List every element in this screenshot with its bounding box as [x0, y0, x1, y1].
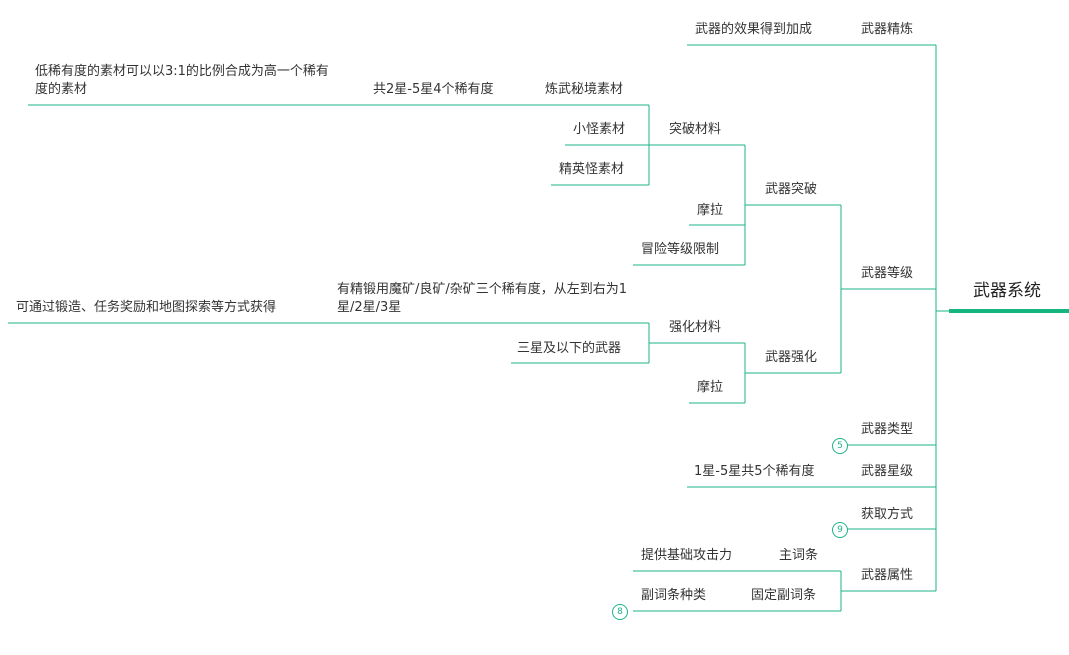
node-elite-monster[interactable]: 精英怪素材 [559, 162, 625, 177]
node-secret-rarity[interactable]: 共2星-5星4个稀有度 [373, 82, 494, 97]
node-ore-note[interactable]: 有精锻用魔矿/良矿/杂矿三个稀有度，从左到右为1星/2星/3星 [337, 282, 628, 315]
node-sub-stat-types[interactable]: 副词条种类 [641, 588, 707, 603]
node-weapon-type[interactable]: 武器类型 [861, 422, 914, 437]
node-main-stat-note[interactable]: 提供基础攻击力 [641, 548, 733, 563]
node-enhance-material[interactable]: 强化材料 [669, 320, 722, 335]
node-weapon-breakthrough[interactable]: 武器突破 [765, 182, 818, 197]
node-secret-note[interactable]: 低稀有度的素材可以以3:1的比例合成为高一个稀有度的素材 [35, 64, 329, 97]
node-mora-break[interactable]: 摩拉 [697, 203, 724, 218]
node-small-monster[interactable]: 小怪素材 [573, 122, 626, 137]
node-mora-enhance[interactable]: 摩拉 [697, 380, 724, 395]
node-break-material[interactable]: 突破材料 [669, 122, 722, 137]
node-adventure-limit[interactable]: 冒险等级限制 [641, 242, 720, 257]
node-refine-effect[interactable]: 武器的效果得到加成 [695, 22, 813, 37]
node-weapon-level[interactable]: 武器等级 [861, 266, 914, 281]
node-weapon-star[interactable]: 武器星级 [861, 464, 914, 479]
collapsed-count-badge-sub-stat[interactable]: 8 [612, 604, 628, 620]
node-low-star-weapon[interactable]: 三星及以下的武器 [517, 341, 622, 356]
collapsed-count-badge-type[interactable]: 5 [832, 438, 848, 454]
node-sub-stat[interactable]: 固定副词条 [751, 588, 817, 603]
node-secret-material[interactable]: 炼武秘境素材 [545, 82, 624, 97]
node-weapon-refine[interactable]: 武器精炼 [861, 22, 914, 37]
node-ore-source[interactable]: 可通过锻造、任务奖励和地图探索等方式获得 [16, 300, 277, 315]
node-main-stat[interactable]: 主词条 [779, 548, 819, 563]
node-weapon-enhance[interactable]: 武器强化 [765, 350, 818, 365]
node-star-note[interactable]: 1星-5星共5个稀有度 [694, 464, 815, 479]
root-node-weapon-system[interactable]: 武器系统 [973, 281, 1041, 301]
node-weapon-attribute[interactable]: 武器属性 [861, 568, 914, 583]
node-obtain-method[interactable]: 获取方式 [861, 507, 914, 522]
collapsed-count-badge-obtain[interactable]: 9 [832, 522, 848, 538]
